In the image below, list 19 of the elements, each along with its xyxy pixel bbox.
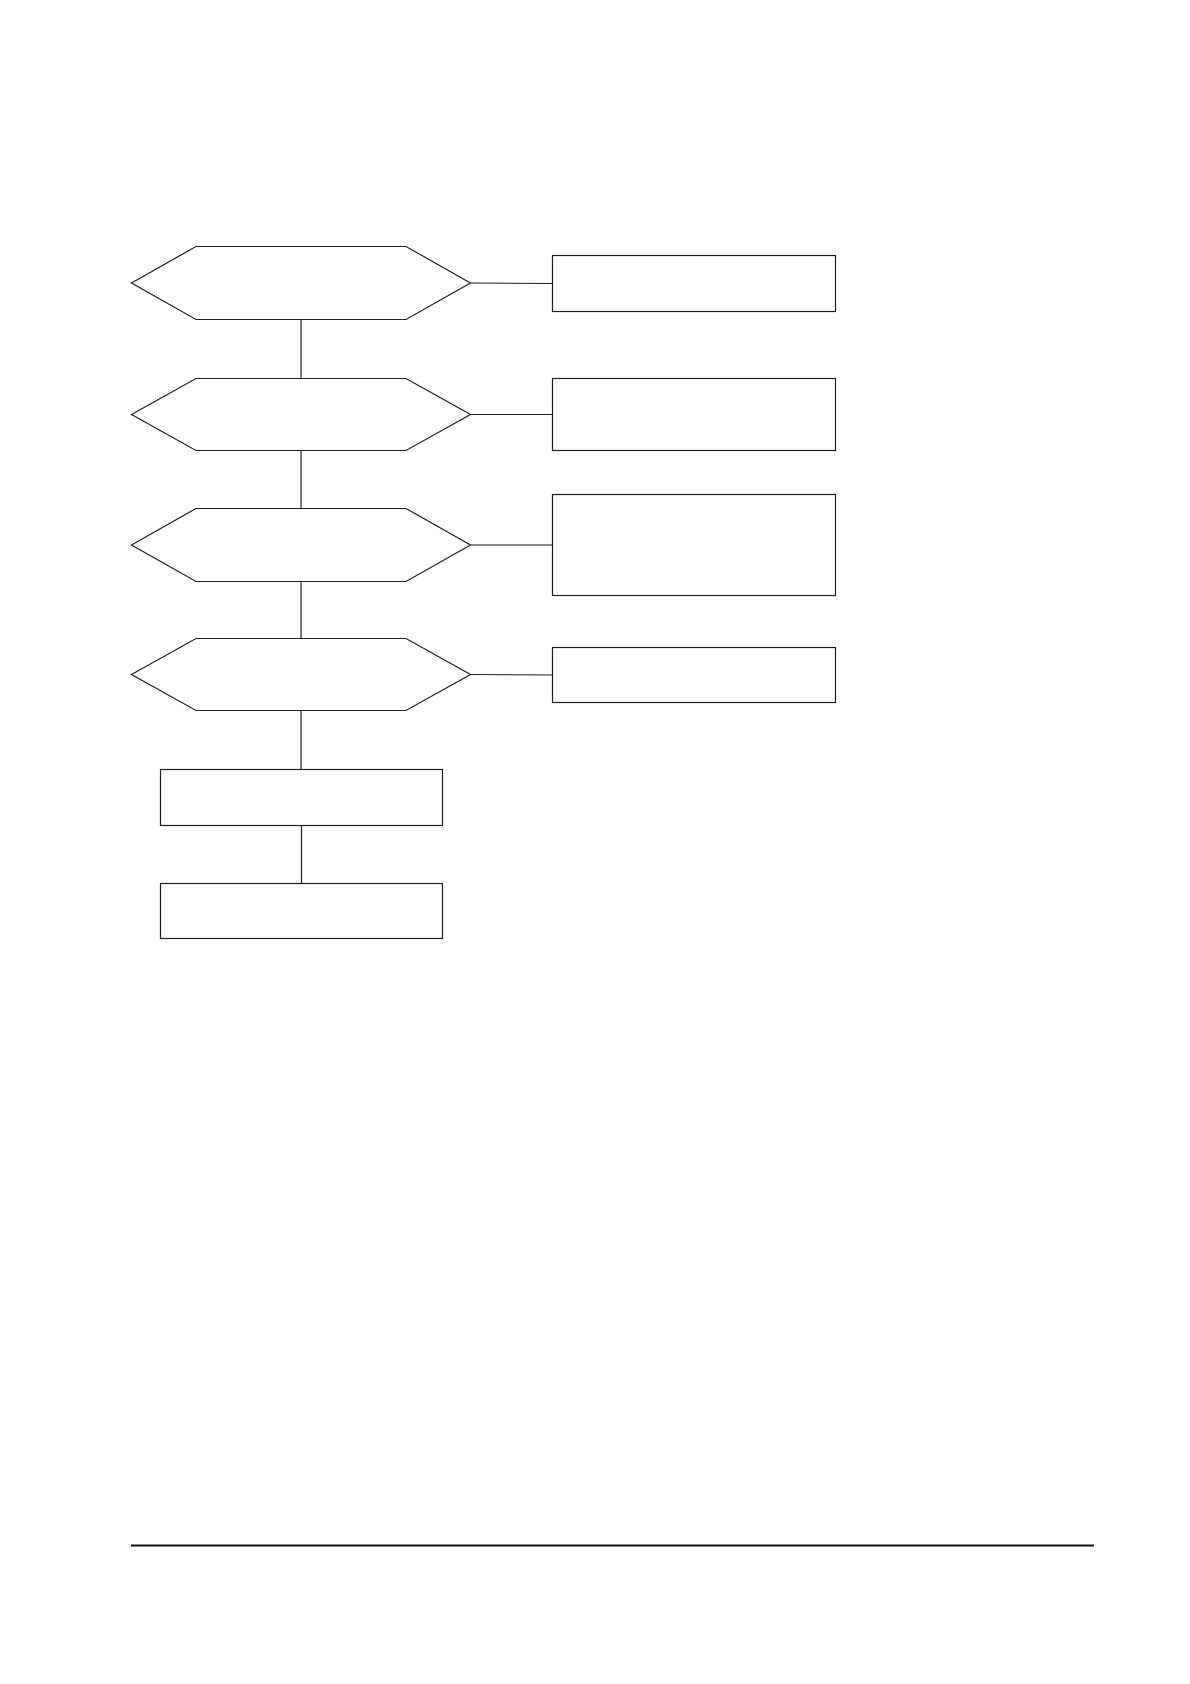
connector-line <box>470 282 553 285</box>
connector-line <box>300 825 303 884</box>
rectangle-node <box>160 769 443 826</box>
connector-line <box>470 673 553 676</box>
hexagon-node <box>131 638 471 711</box>
rectangle-node <box>552 378 836 451</box>
hexagon-node <box>131 246 471 320</box>
rectangle-node <box>160 883 443 939</box>
hexagon-node <box>131 378 471 451</box>
rectangle-node <box>552 647 836 703</box>
connector-line <box>300 319 302 379</box>
connector-line <box>300 710 302 770</box>
rectangle-node <box>552 494 836 596</box>
connector-line <box>470 413 553 416</box>
hexagon-node <box>131 508 471 582</box>
connector-line <box>470 544 553 546</box>
connector-line <box>300 450 302 509</box>
connector-line <box>300 581 302 639</box>
rectangle-node <box>552 255 836 312</box>
